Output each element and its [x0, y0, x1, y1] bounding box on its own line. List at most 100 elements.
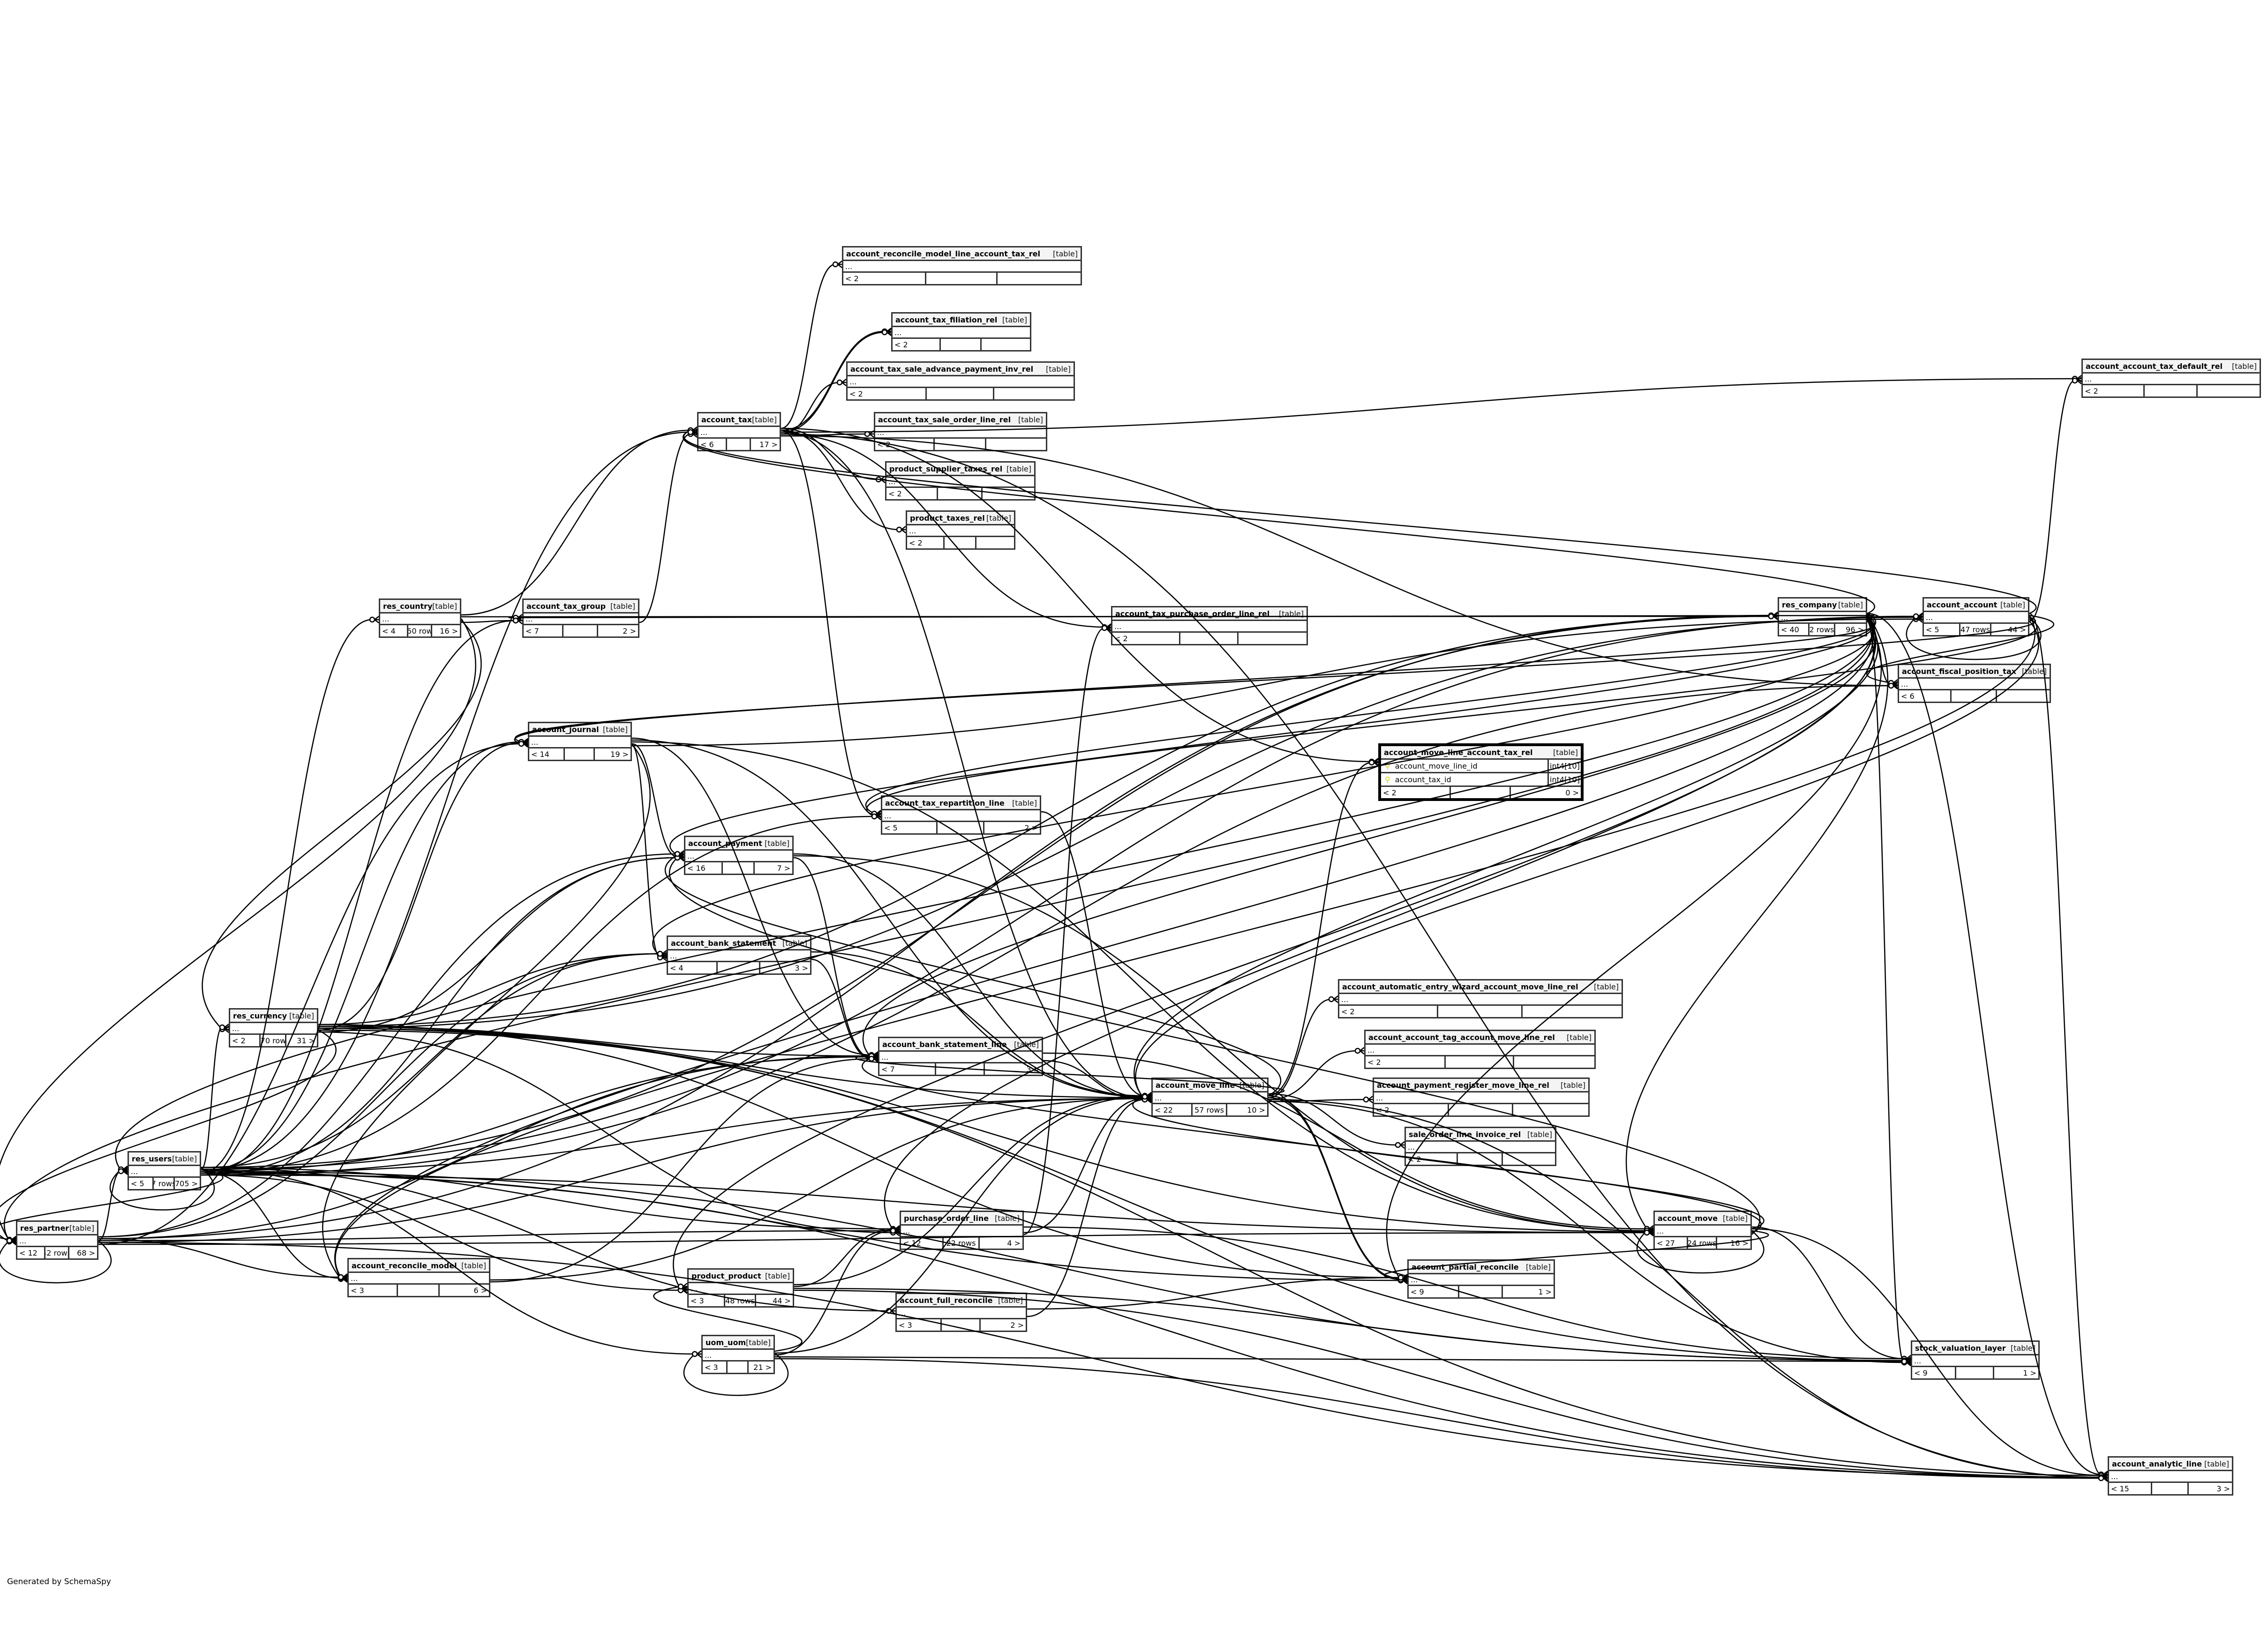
table-account-payment[interactable]: account_payment [table]... < 16 7 > — [684, 836, 794, 875]
table-product-product[interactable]: product_product [table]... < 3 48 rows 4… — [687, 1268, 794, 1308]
table-header[interactable]: account_tax_filiation_rel [table] — [893, 314, 1030, 327]
parent-count[interactable]: < 2 — [1112, 633, 1180, 644]
child-count[interactable]: 19 > — [610, 749, 629, 759]
parent-count[interactable]: < 3 — [703, 1362, 728, 1373]
table-header[interactable]: account_bank_statement [table] — [668, 937, 810, 950]
table-product-taxes-rel[interactable]: product_taxes_rel [table]... < 2 — [906, 510, 1015, 550]
child-count[interactable]: 1 > — [1538, 1287, 1552, 1296]
child-count[interactable] — [1523, 1006, 1622, 1017]
columns-collapsed-row[interactable]: ... — [349, 1273, 489, 1285]
table-header[interactable]: account_reconcile_model [table] — [349, 1259, 489, 1273]
parent-count[interactable]: < 2 — [886, 488, 939, 499]
table-header[interactable]: account_partial_reconcile [table] — [1409, 1261, 1554, 1274]
table-purchase-order-line[interactable]: purchase_order_line [table]... < 12 22 r… — [900, 1211, 1024, 1250]
parent-count[interactable]: < 16 — [685, 862, 723, 874]
columns-collapsed-row[interactable]: ... — [17, 1235, 97, 1247]
child-count[interactable] — [976, 537, 1014, 548]
table-account-account-tax-default-rel[interactable]: account_account_tax_default_rel [table].… — [2081, 359, 2261, 398]
child-count[interactable] — [1513, 1104, 1588, 1115]
table-header[interactable]: account_move_line_account_tax_rel [table… — [1381, 746, 1581, 760]
table-res-users[interactable]: res_users [table]... < 5 7 rows 705 > — [128, 1151, 201, 1190]
parent-count[interactable]: < 12 — [901, 1237, 944, 1249]
parent-count[interactable]: < 12 — [17, 1247, 45, 1258]
parent-count[interactable]: < 2 — [848, 388, 927, 399]
table-header[interactable]: account_tax_repartition_line [table] — [882, 797, 1040, 810]
table-header[interactable]: account_move [table] — [1655, 1212, 1750, 1226]
parent-count[interactable]: < 2 — [2083, 385, 2145, 397]
child-count[interactable] — [986, 439, 1046, 450]
table-header[interactable]: res_users [table] — [129, 1152, 200, 1166]
table-account-account[interactable]: account_account [table]... < 5 47 rows 4… — [1923, 597, 2029, 636]
child-count[interactable]: 0 > — [1565, 788, 1579, 797]
columns-collapsed-row[interactable]: ... — [907, 525, 1014, 537]
child-count[interactable]: 96 > — [1846, 625, 1864, 634]
table-account-tax-group[interactable]: account_tax_group [table]... < 7 2 > — [522, 599, 639, 638]
table-account-account-tag-account-move-line-rel[interactable]: account_account_tag_account_move_line_re… — [1364, 1030, 1596, 1069]
table-res-partner[interactable]: res_partner [table]... < 12 42 rows 68 > — [16, 1220, 98, 1260]
columns-collapsed-row[interactable]: ... — [1366, 1045, 1594, 1056]
table-header[interactable]: res_currency [table] — [230, 1010, 317, 1023]
columns-collapsed-row[interactable]: ... — [2083, 374, 2260, 385]
parent-count[interactable]: < 7 — [524, 625, 564, 636]
table-account-move-line[interactable]: account_move_line [table]... < 22 57 row… — [1151, 1077, 1269, 1117]
child-count[interactable] — [1997, 690, 2050, 702]
table-account-tax[interactable]: account_tax [table]... < 6 17 > — [697, 412, 781, 451]
table-header[interactable]: account_fiscal_position_tax [table] — [1899, 665, 2050, 679]
table-res-currency[interactable]: res_currency [table]... < 2 170 rows 31 … — [229, 1008, 318, 1047]
child-count[interactable]: 31 > — [297, 1036, 315, 1045]
table-header[interactable]: account_payment [table] — [685, 837, 792, 851]
columns-collapsed-row[interactable]: ... — [230, 1023, 317, 1035]
parent-count[interactable]: < 5 — [1924, 624, 1960, 635]
table-product-supplier-taxes-rel[interactable]: product_supplier_taxes_rel [table]... < … — [885, 461, 1036, 501]
column-row[interactable]: ⚲ account_move_line_id int4[10] — [1381, 760, 1581, 773]
table-header[interactable]: product_product [table] — [689, 1270, 793, 1283]
child-count[interactable]: 17 > — [759, 440, 778, 449]
column-row[interactable]: ⚲ account_tax_id int4[10] — [1381, 773, 1581, 787]
child-count[interactable] — [2198, 385, 2260, 397]
columns-collapsed-row[interactable]: ... — [893, 327, 1030, 339]
table-account-tax-sale-advance-payment-inv-rel[interactable]: account_tax_sale_advance_payment_inv_rel… — [846, 361, 1075, 401]
table-header[interactable]: stock_valuation_layer [table] — [1912, 1342, 2038, 1355]
columns-collapsed-row[interactable]: ... — [698, 427, 780, 439]
columns-collapsed-row[interactable]: ... — [129, 1166, 200, 1178]
parent-count[interactable]: < 4 — [380, 625, 408, 636]
columns-collapsed-row[interactable]: ... — [524, 613, 638, 625]
parent-count[interactable]: < 4 — [668, 962, 718, 973]
parent-count[interactable]: < 2 — [1374, 1104, 1449, 1115]
child-count[interactable] — [1239, 633, 1307, 644]
table-res-country[interactable]: res_country [table]... < 4 250 rows 16 > — [379, 599, 461, 638]
table-account-payment-register-move-line-rel[interactable]: account_payment_register_move_line_rel [… — [1373, 1077, 1590, 1117]
parent-count[interactable]: < 2 — [1339, 1006, 1438, 1017]
parent-count[interactable]: < 2 — [230, 1035, 261, 1046]
table-header[interactable]: res_country [table] — [380, 600, 460, 613]
columns-collapsed-row[interactable]: ... — [886, 476, 1034, 488]
columns-collapsed-row[interactable]: ... — [1924, 612, 2028, 624]
table-header[interactable]: account_account [table] — [1924, 599, 2028, 612]
parent-count[interactable]: < 6 — [698, 439, 727, 450]
parent-count[interactable]: < 15 — [2109, 1483, 2152, 1494]
table-header[interactable]: account_tax [table] — [698, 413, 780, 427]
table-header[interactable]: account_tax_purchase_order_line_rel [tab… — [1112, 607, 1307, 621]
table-uom-uom[interactable]: uom_uom [table]... < 3 21 > — [701, 1335, 775, 1374]
parent-count[interactable]: < 40 — [1779, 624, 1810, 635]
table-header[interactable]: account_account_tag_account_move_line_re… — [1366, 1031, 1594, 1045]
table-res-company[interactable]: res_company [table]... < 40 2 rows 96 > — [1778, 597, 1867, 636]
columns-collapsed-row[interactable]: ... — [1912, 1355, 2038, 1367]
parent-count[interactable]: < 2 — [1381, 787, 1451, 798]
table-account-tax-repartition-line[interactable]: account_tax_repartition_line [table]... … — [881, 795, 1041, 835]
table-account-tax-purchase-order-line-rel[interactable]: account_tax_purchase_order_line_rel [tab… — [1111, 606, 1308, 645]
table-account-journal[interactable]: account_journal [table]... < 14 19 > — [528, 722, 632, 761]
table-header[interactable]: product_supplier_taxes_rel [table] — [886, 463, 1034, 476]
columns-collapsed-row[interactable]: ... — [843, 261, 1081, 273]
columns-collapsed-row[interactable]: ... — [529, 737, 631, 748]
table-account-automatic-entry-wizard-account-move-line-rel[interactable]: account_automatic_entry_wizard_account_m… — [1338, 979, 1623, 1018]
table-header[interactable]: account_analytic_line [table] — [2109, 1458, 2232, 1471]
child-count[interactable]: 2 > — [1024, 823, 1038, 832]
table-header[interactable]: account_tax_sale_order_line_rel [table] — [875, 413, 1046, 427]
columns-collapsed-row[interactable]: ... — [689, 1283, 793, 1295]
table-account-move[interactable]: account_move [table]... < 27 24 rows 16 … — [1653, 1211, 1752, 1250]
child-count[interactable] — [1503, 1153, 1555, 1165]
child-count[interactable]: 68 > — [77, 1248, 95, 1257]
parent-count[interactable]: < 9 — [1912, 1367, 1957, 1378]
table-account-full-reconcile[interactable]: account_full_reconcile [table]... < 3 2 … — [895, 1293, 1027, 1332]
